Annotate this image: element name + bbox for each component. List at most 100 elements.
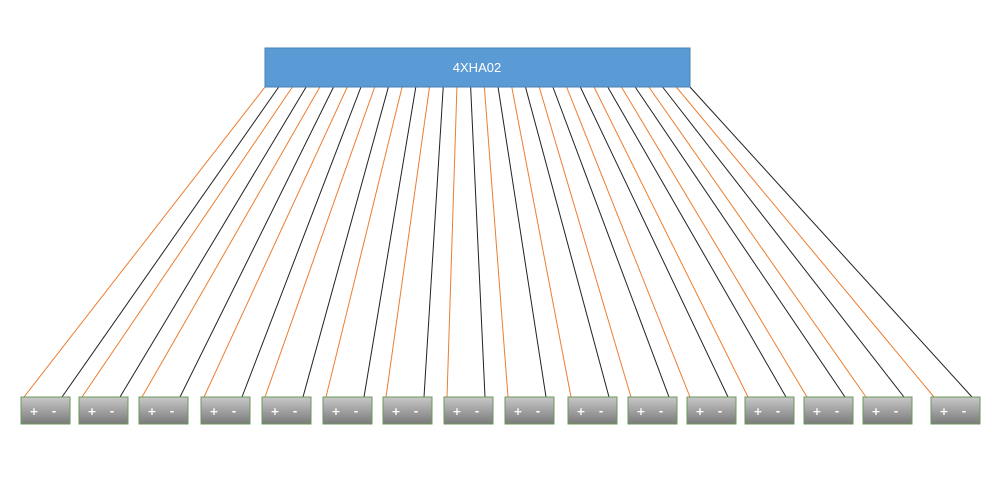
terminal-15[interactable]: +-: [862, 396, 913, 425]
terminal-minus-label: -: [232, 405, 237, 418]
terminal-block: [382, 396, 433, 425]
terminal-block: [200, 396, 251, 425]
wire-positive-12: [566, 86, 691, 398]
terminal-minus-label: -: [894, 405, 899, 418]
terminal-plus-label: +: [871, 405, 880, 418]
wire-positive-10: [511, 86, 572, 398]
terminal-minus-label: -: [659, 405, 664, 418]
terminal-14[interactable]: +-: [803, 396, 854, 425]
terminal-plus-label: +: [939, 405, 948, 418]
wire-negative-16: [689, 86, 973, 398]
wire-negative-9: [497, 86, 547, 398]
terminal-minus-label: -: [110, 405, 115, 418]
terminal-12[interactable]: +-: [686, 396, 737, 425]
terminal-plus-label: +: [391, 405, 400, 418]
terminal-block: [443, 396, 494, 425]
wire-positive-3: [141, 86, 321, 398]
terminal-plus-label: +: [636, 405, 645, 418]
terminal-minus-label: -: [536, 405, 541, 418]
terminal-block: [803, 396, 854, 425]
terminal-minus-label: -: [170, 405, 175, 418]
wire-negative-12: [579, 86, 729, 398]
wire-negative-4: [241, 86, 362, 398]
terminal-plus-label: +: [87, 405, 96, 418]
terminal-group: +-+-+-+-+-+-+-+-+-+-+-+-+-+-+-+-: [20, 396, 981, 425]
wire-positive-2: [81, 86, 293, 398]
terminal-9[interactable]: +-: [504, 396, 555, 425]
terminal-block: [261, 396, 312, 425]
terminal-4[interactable]: +-: [200, 396, 251, 425]
terminal-1[interactable]: +-: [20, 396, 71, 425]
terminal-plus-label: +: [753, 405, 762, 418]
wire-positive-4: [203, 86, 348, 398]
wire-negative-3: [179, 86, 334, 398]
wire-negative-8: [470, 86, 486, 398]
wire-group: [23, 86, 973, 398]
terminal-3[interactable]: +-: [138, 396, 189, 425]
terminal-block: [20, 396, 71, 425]
terminal-13[interactable]: +-: [744, 396, 795, 425]
terminal-minus-label: -: [962, 405, 967, 418]
wire-positive-13: [593, 86, 749, 398]
wire-positive-15: [648, 86, 867, 398]
terminal-plus-label: +: [331, 405, 340, 418]
terminal-minus-label: -: [354, 405, 359, 418]
terminal-plus-label: +: [147, 405, 156, 418]
terminal-minus-label: -: [52, 405, 57, 418]
terminal-minus-label: -: [776, 405, 781, 418]
terminal-10[interactable]: +-: [567, 396, 618, 425]
terminal-6[interactable]: +-: [322, 396, 373, 425]
terminal-plus-label: +: [812, 405, 821, 418]
terminal-8[interactable]: +-: [443, 396, 494, 425]
terminal-plus-label: +: [513, 405, 522, 418]
terminal-block: [78, 396, 129, 425]
wire-positive-9: [483, 86, 509, 398]
wire-positive-8: [446, 86, 458, 398]
terminal-11[interactable]: +-: [627, 396, 678, 425]
terminal-block: [862, 396, 913, 425]
terminal-plus-label: +: [270, 405, 279, 418]
terminal-minus-label: -: [599, 405, 604, 418]
wire-positive-14: [621, 86, 808, 398]
wire-negative-15: [662, 86, 905, 398]
controller-box[interactable]: [264, 47, 691, 88]
terminal-block: [744, 396, 795, 425]
terminal-block: [686, 396, 737, 425]
terminal-plus-label: +: [209, 405, 218, 418]
wire-positive-5: [264, 86, 376, 398]
terminal-block: [930, 396, 981, 425]
wire-negative-1: [61, 86, 280, 398]
terminal-block: [504, 396, 555, 425]
wire-negative-14: [634, 86, 846, 398]
terminal-minus-label: -: [718, 405, 723, 418]
terminal-2[interactable]: +-: [78, 396, 129, 425]
terminal-plus-label: +: [695, 405, 704, 418]
terminal-block: [322, 396, 373, 425]
terminal-minus-label: -: [293, 405, 298, 418]
wire-positive-11: [538, 86, 632, 398]
terminal-5[interactable]: +-: [261, 396, 312, 425]
terminal-block: [138, 396, 189, 425]
terminal-plus-label: +: [576, 405, 585, 418]
wire-negative-5: [302, 86, 389, 398]
terminal-block: [567, 396, 618, 425]
wire-positive-16: [675, 86, 935, 398]
terminal-7[interactable]: +-: [382, 396, 433, 425]
terminal-minus-label: -: [475, 405, 480, 418]
wire-positive-7: [385, 86, 431, 398]
wire-negative-10: [525, 86, 610, 398]
wire-positive-1: [23, 86, 266, 398]
wire-negative-2: [119, 86, 307, 398]
terminal-minus-label: -: [835, 405, 840, 418]
wire-negative-13: [607, 86, 787, 398]
terminal-minus-label: -: [414, 405, 419, 418]
controller-label: 4XHA02: [453, 60, 501, 75]
wire-negative-11: [552, 86, 670, 398]
terminal-16[interactable]: +-: [930, 396, 981, 425]
wire-positive-6: [325, 86, 403, 398]
wire-negative-7: [423, 86, 444, 398]
terminal-block: [627, 396, 678, 425]
wire-negative-6: [363, 86, 417, 398]
terminal-plus-label: +: [29, 405, 38, 418]
